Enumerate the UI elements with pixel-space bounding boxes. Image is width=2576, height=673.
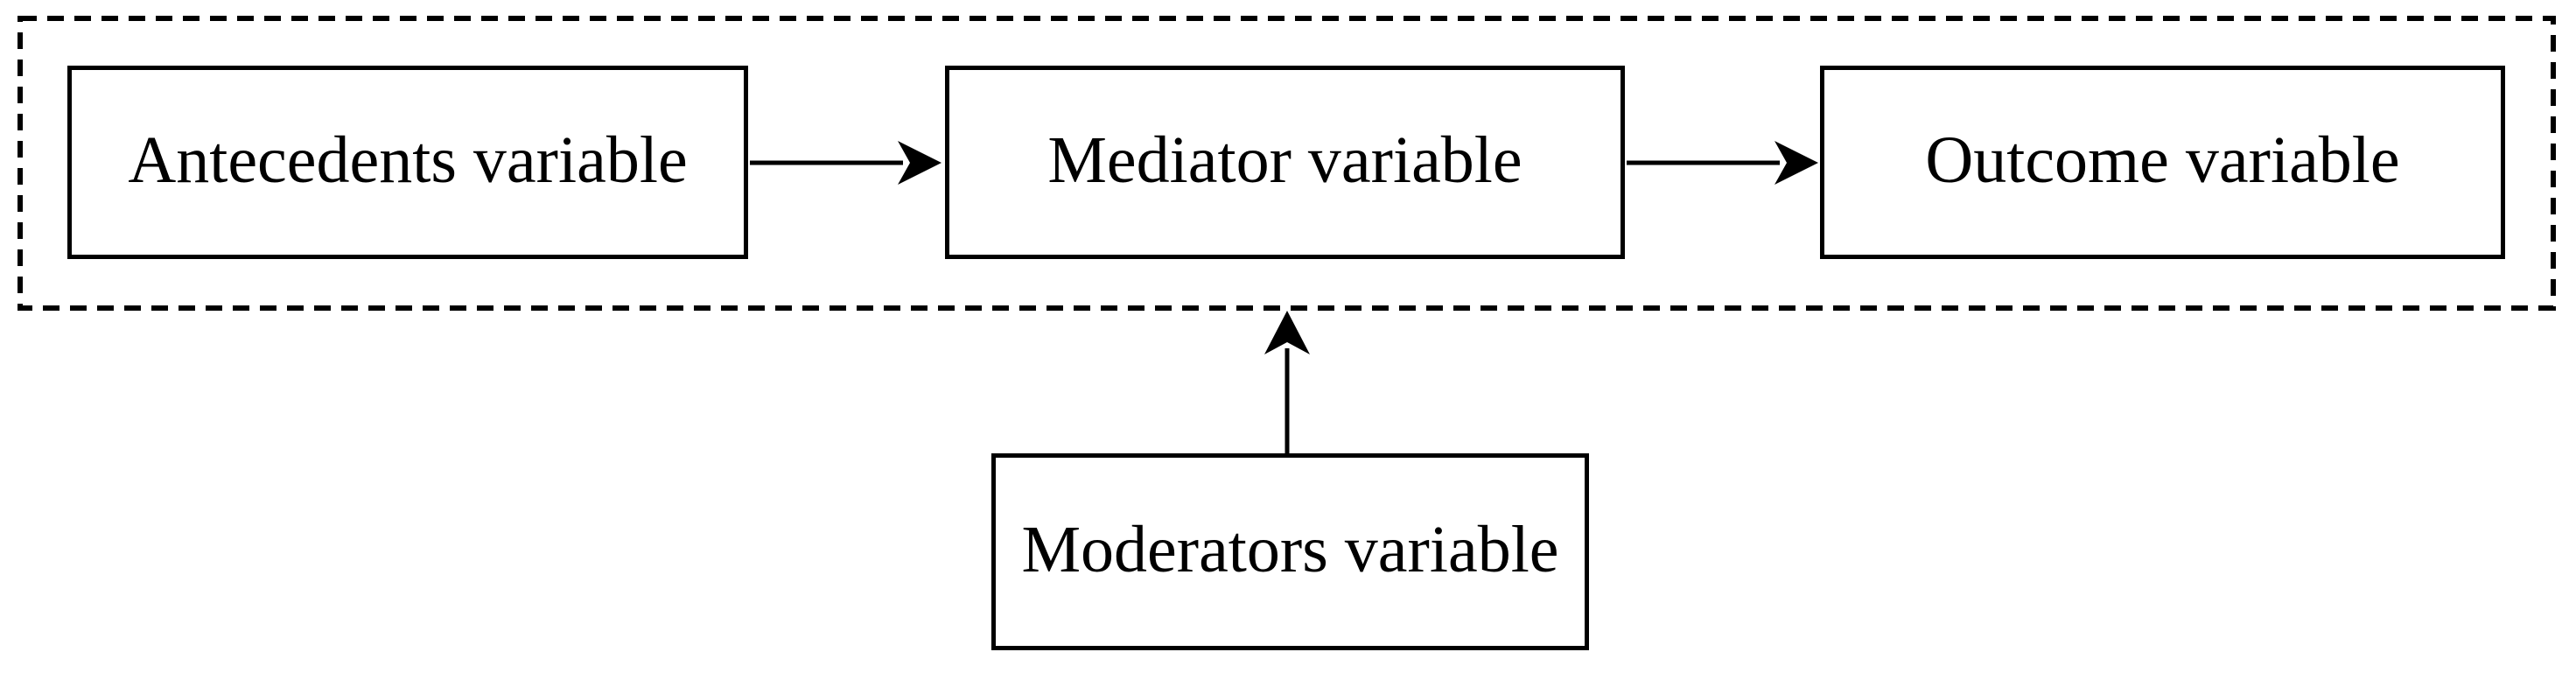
mediator-box: Mediator variable (945, 66, 1625, 259)
arrow-mediator-to-outcome (1627, 141, 1818, 185)
moderators-box: Moderators variable (991, 453, 1589, 650)
arrowhead-right-icon (898, 141, 942, 185)
outcome-label: Outcome variable (1925, 123, 2400, 197)
antecedents-label: Antecedents variable (128, 123, 688, 197)
arrowhead-right-icon (1774, 141, 1818, 185)
arrow-antecedents-to-mediator (750, 141, 942, 185)
moderators-label: Moderators variable (1021, 512, 1559, 586)
arrow-moderators-to-mediator (1264, 311, 1310, 455)
antecedents-box: Antecedents variable (67, 66, 748, 259)
outcome-box: Outcome variable (1820, 66, 2505, 259)
mediator-label: Mediator variable (1047, 123, 1522, 197)
arrowhead-up-icon (1264, 311, 1310, 354)
